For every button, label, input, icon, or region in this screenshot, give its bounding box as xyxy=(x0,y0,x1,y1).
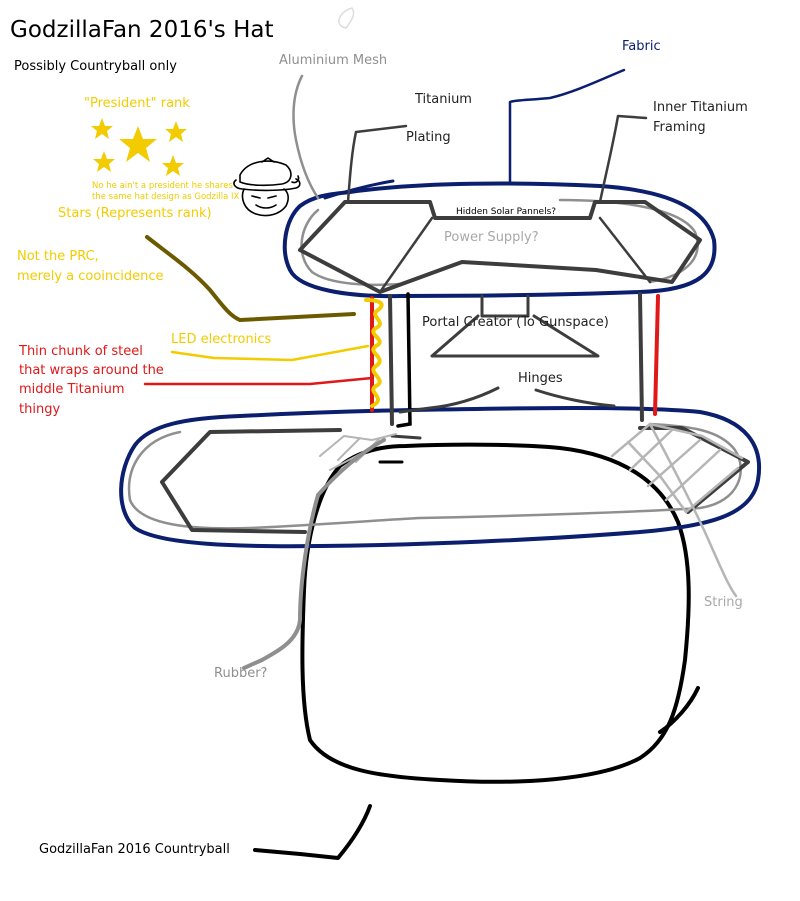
star-icon xyxy=(162,155,184,176)
label-stars: Stars (Represents rank) xyxy=(58,206,212,221)
president-rank-stars xyxy=(91,118,187,176)
crown-fabric-outline xyxy=(282,181,717,299)
led-electronics xyxy=(364,298,384,408)
brim-mesh-outline xyxy=(127,422,742,530)
label-hidden-solar: Hidden Solar Pannels? xyxy=(456,207,557,217)
inner-titanium-framing xyxy=(378,216,652,294)
leader-not-prc xyxy=(145,235,356,322)
label-not-president-2: the same hat design as Godzilla IX xyxy=(92,192,240,202)
portal-creator xyxy=(430,294,600,358)
label-president-rank: "President" rank xyxy=(84,96,190,111)
middle-titanium-posts xyxy=(388,292,644,426)
leader-aluminium-mesh xyxy=(292,74,320,200)
string-right xyxy=(610,422,744,598)
page-title: GodzillaFan 2016's Hat xyxy=(10,17,274,43)
label-rubber: Rubber? xyxy=(214,666,268,681)
label-steel-4: thingy xyxy=(19,402,61,417)
page-subtitle: Possibly Countryball only xyxy=(14,59,177,74)
star-icon xyxy=(93,151,115,172)
label-inner-titanium-2: Framing xyxy=(653,120,706,135)
leader-steel xyxy=(143,376,374,386)
label-power-supply: Power Supply? xyxy=(444,230,539,245)
faint-emblem-sketch xyxy=(338,7,355,29)
godzilla-ix-countryball-icon xyxy=(233,157,301,217)
rubber-strip xyxy=(242,438,386,670)
hinges-left xyxy=(390,386,500,440)
middle-black-post xyxy=(396,292,412,428)
brim-plating xyxy=(160,426,750,534)
star-icon xyxy=(165,121,187,142)
crown-top-fabric-tab xyxy=(323,179,395,200)
star-icon xyxy=(91,118,113,139)
countryball-outline xyxy=(300,442,691,784)
label-hinges: Hinges xyxy=(518,371,563,386)
leader-titanium-plating xyxy=(346,124,408,204)
label-titanium: Titanium xyxy=(415,92,472,107)
label-led-electronics: LED electronics xyxy=(171,332,272,347)
hinges-right xyxy=(534,388,616,408)
label-not-prc-2: merely a cooincidence xyxy=(17,269,164,284)
label-countryball: GodzillaFan 2016 Countryball xyxy=(39,842,230,857)
leader-countryball xyxy=(253,804,372,860)
label-plating: Plating xyxy=(406,130,451,145)
star-icon xyxy=(119,126,157,162)
label-steel-1: Thin chunk of steel xyxy=(19,344,143,359)
brim-fabric-outline xyxy=(119,406,762,549)
leader-fabric xyxy=(508,68,626,186)
countryball-shine-mark xyxy=(658,686,700,734)
label-portal-creator: Portal Creator (To Gunspace) xyxy=(422,315,609,330)
leader-inner-titanium xyxy=(598,114,648,204)
label-steel-3: middle Titanium xyxy=(19,382,125,397)
label-not-president-1: No he ain't a president he shares xyxy=(92,181,233,191)
label-aluminium-mesh: Aluminium Mesh xyxy=(279,53,388,68)
string-left xyxy=(319,433,397,471)
label-string: String xyxy=(704,595,743,610)
label-steel-2: that wraps around the xyxy=(19,363,164,378)
leader-led xyxy=(170,344,370,362)
label-not-prc-1: Not the PRC, xyxy=(17,249,99,264)
label-fabric: Fabric xyxy=(622,39,661,54)
label-inner-titanium-1: Inner Titanium xyxy=(653,100,748,115)
